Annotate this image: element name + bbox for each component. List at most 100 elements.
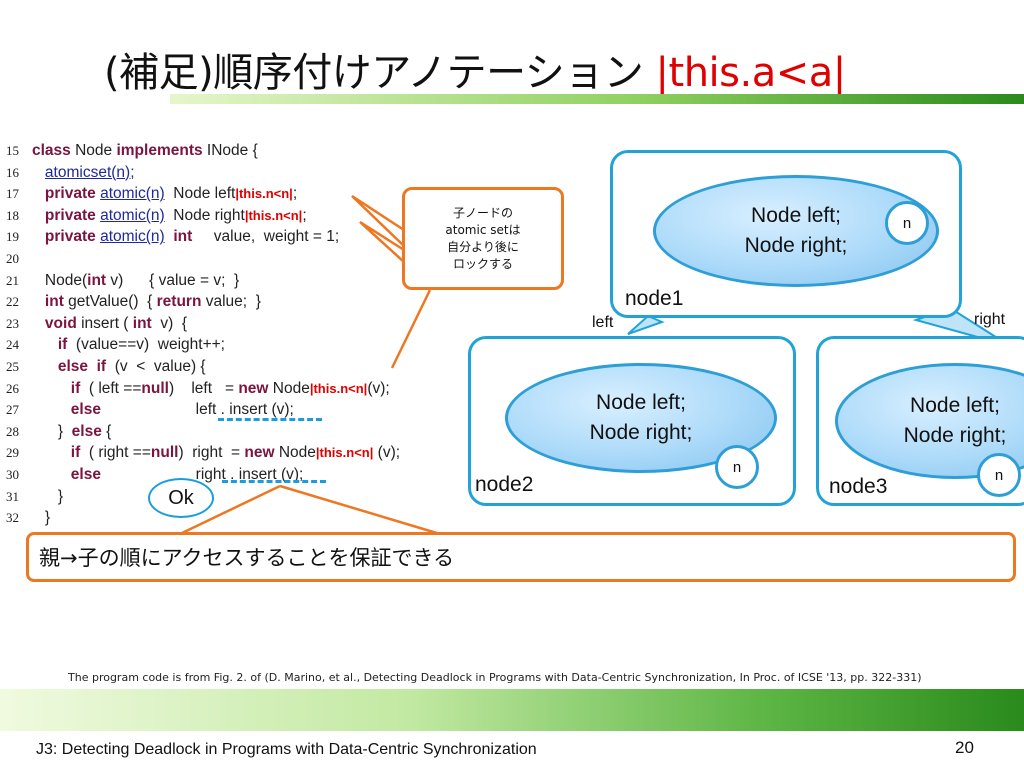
order-annotation: |this.n<n| — [235, 186, 293, 202]
code-token: value; } — [201, 293, 261, 311]
code-line: 30 else right . insert (v); — [6, 464, 406, 486]
code-line: 27 else left . insert (v); — [6, 399, 406, 421]
code-text: else right . insert (v); — [32, 464, 304, 486]
code-token: ( right == — [80, 444, 151, 462]
code-text: else if (v < value) { — [32, 356, 206, 378]
line-number: 21 — [6, 272, 19, 288]
order-annotation: |this.n<n| — [315, 445, 374, 461]
keyword: else — [70, 401, 101, 419]
code-token: (v < value) { — [106, 357, 206, 375]
code-token: ) right = — [178, 444, 245, 462]
code-text: } — [32, 486, 63, 508]
code-line: 23 void insert ( int v) { — [6, 313, 406, 335]
code-token: Node — [268, 379, 310, 397]
atomic-annotation: atomic(n) — [100, 206, 165, 224]
code-token — [32, 293, 45, 310]
code-text: } else { — [32, 421, 111, 443]
code-text: void insert ( int v) { — [32, 313, 187, 335]
keyword: if — [70, 444, 81, 462]
atomic-annotation: atomic(n) — [100, 185, 165, 203]
node3-field-right: Node right; — [903, 424, 1007, 447]
line-number: 29 — [6, 445, 19, 461]
node1-label: node1 — [625, 287, 684, 310]
node3-field-left: Node left; — [910, 394, 1000, 417]
node1-lock: n — [885, 201, 929, 245]
line-number: 27 — [6, 402, 19, 418]
keyword: else — [70, 465, 101, 483]
code-text: class Node implements INode { — [32, 140, 258, 162]
atomic-annotation: atomicset(n); — [44, 163, 135, 181]
keyword: null — [150, 444, 179, 462]
code-token: Node right — [164, 206, 245, 224]
line-number: 31 — [6, 488, 19, 504]
code-line: 32 } — [6, 507, 406, 529]
node1-box: Node left; Node right; n node1 — [610, 150, 962, 318]
node2-lock: n — [715, 445, 759, 489]
code-token: (v); — [367, 379, 390, 397]
node2-box: Node left; Node right; n node2 — [468, 336, 796, 506]
conclusion-box: 親→子の順にアクセスすることを保証できる — [26, 532, 1016, 582]
keyword: if — [70, 379, 81, 397]
code-text: private atomic(n) Node right|this.n<n|; — [32, 205, 307, 227]
keyword: int — [173, 228, 193, 246]
keyword: int — [44, 293, 64, 311]
title-underline-bar — [170, 94, 1024, 104]
line-number: 15 — [6, 143, 19, 158]
code-line: 18 private atomic(n) Node right|this.n<n… — [6, 205, 406, 227]
keyword: implements — [116, 142, 203, 159]
code-token — [32, 228, 45, 245]
line-number: 20 — [6, 250, 19, 266]
ok-bubble: Ok — [148, 478, 214, 518]
code-token: right . insert (v); — [100, 465, 304, 483]
line-number: 19 — [6, 229, 19, 245]
code-line: 20 — [6, 248, 406, 270]
code-token: ) left = — [168, 379, 239, 397]
keyword: if — [57, 336, 68, 354]
line-number: 24 — [6, 337, 19, 353]
page-number: 20 — [955, 738, 974, 757]
code-line: 31 } — [6, 486, 406, 508]
node3-box: Node left; Node right; n node3 — [816, 336, 1024, 506]
keyword: private — [44, 206, 96, 224]
keyword: class — [32, 142, 71, 159]
code-token — [32, 401, 71, 418]
code-token: value, weight = 1; — [192, 228, 340, 246]
line-number: 26 — [6, 380, 19, 396]
code-token — [32, 185, 45, 202]
edge-label-left: left — [592, 314, 614, 331]
node1-field-right: Node right; — [744, 234, 848, 257]
code-token: v) { value = v; } — [106, 271, 240, 289]
keyword: int — [132, 314, 152, 332]
code-token: ; — [302, 206, 307, 224]
code-token: getValue() { — [63, 293, 157, 311]
code-line: 15 class Node implements INode { — [6, 140, 406, 162]
citation: The program code is from Fig. 2. of (D. … — [68, 671, 922, 684]
callout-line-2: atomic setは — [445, 222, 521, 237]
code-token: Node — [274, 444, 316, 462]
code-text: if ( right ==null) right = new Node|this… — [32, 442, 400, 464]
keyword: else if — [57, 357, 107, 375]
code-line: 29 if ( right ==null) right = new Node|t… — [6, 442, 406, 464]
edge-label-right: right — [974, 311, 1006, 328]
code-token — [32, 380, 71, 397]
code-text: atomicset(n); — [32, 162, 135, 184]
code-line: 19 private atomic(n) int value, weight =… — [6, 226, 406, 248]
title-main: (補足)順序付けアノテーション — [104, 50, 656, 96]
code-token: Node left — [164, 185, 236, 203]
node3-label: node3 — [829, 475, 888, 498]
callout-line-3: 自分より後に — [447, 239, 519, 254]
code-token: } — [32, 422, 72, 440]
code-token: v) { — [151, 314, 188, 332]
code-token: insert ( — [76, 314, 133, 332]
keyword: int — [87, 271, 107, 289]
node3-object: Node left; Node right; — [835, 363, 1024, 479]
code-text: } — [32, 507, 50, 529]
node2-label: node2 — [475, 473, 534, 496]
callout-line-1: 子ノードの — [452, 205, 513, 220]
line-number: 32 — [6, 510, 19, 526]
code-line: 24 if (value==v) weight++; — [6, 334, 406, 356]
code-text: private atomic(n) int value, weight = 1; — [32, 226, 339, 248]
code-token: (v); — [373, 444, 401, 462]
code-token: ; — [292, 185, 298, 203]
code-line: 28 } else { — [6, 421, 406, 443]
